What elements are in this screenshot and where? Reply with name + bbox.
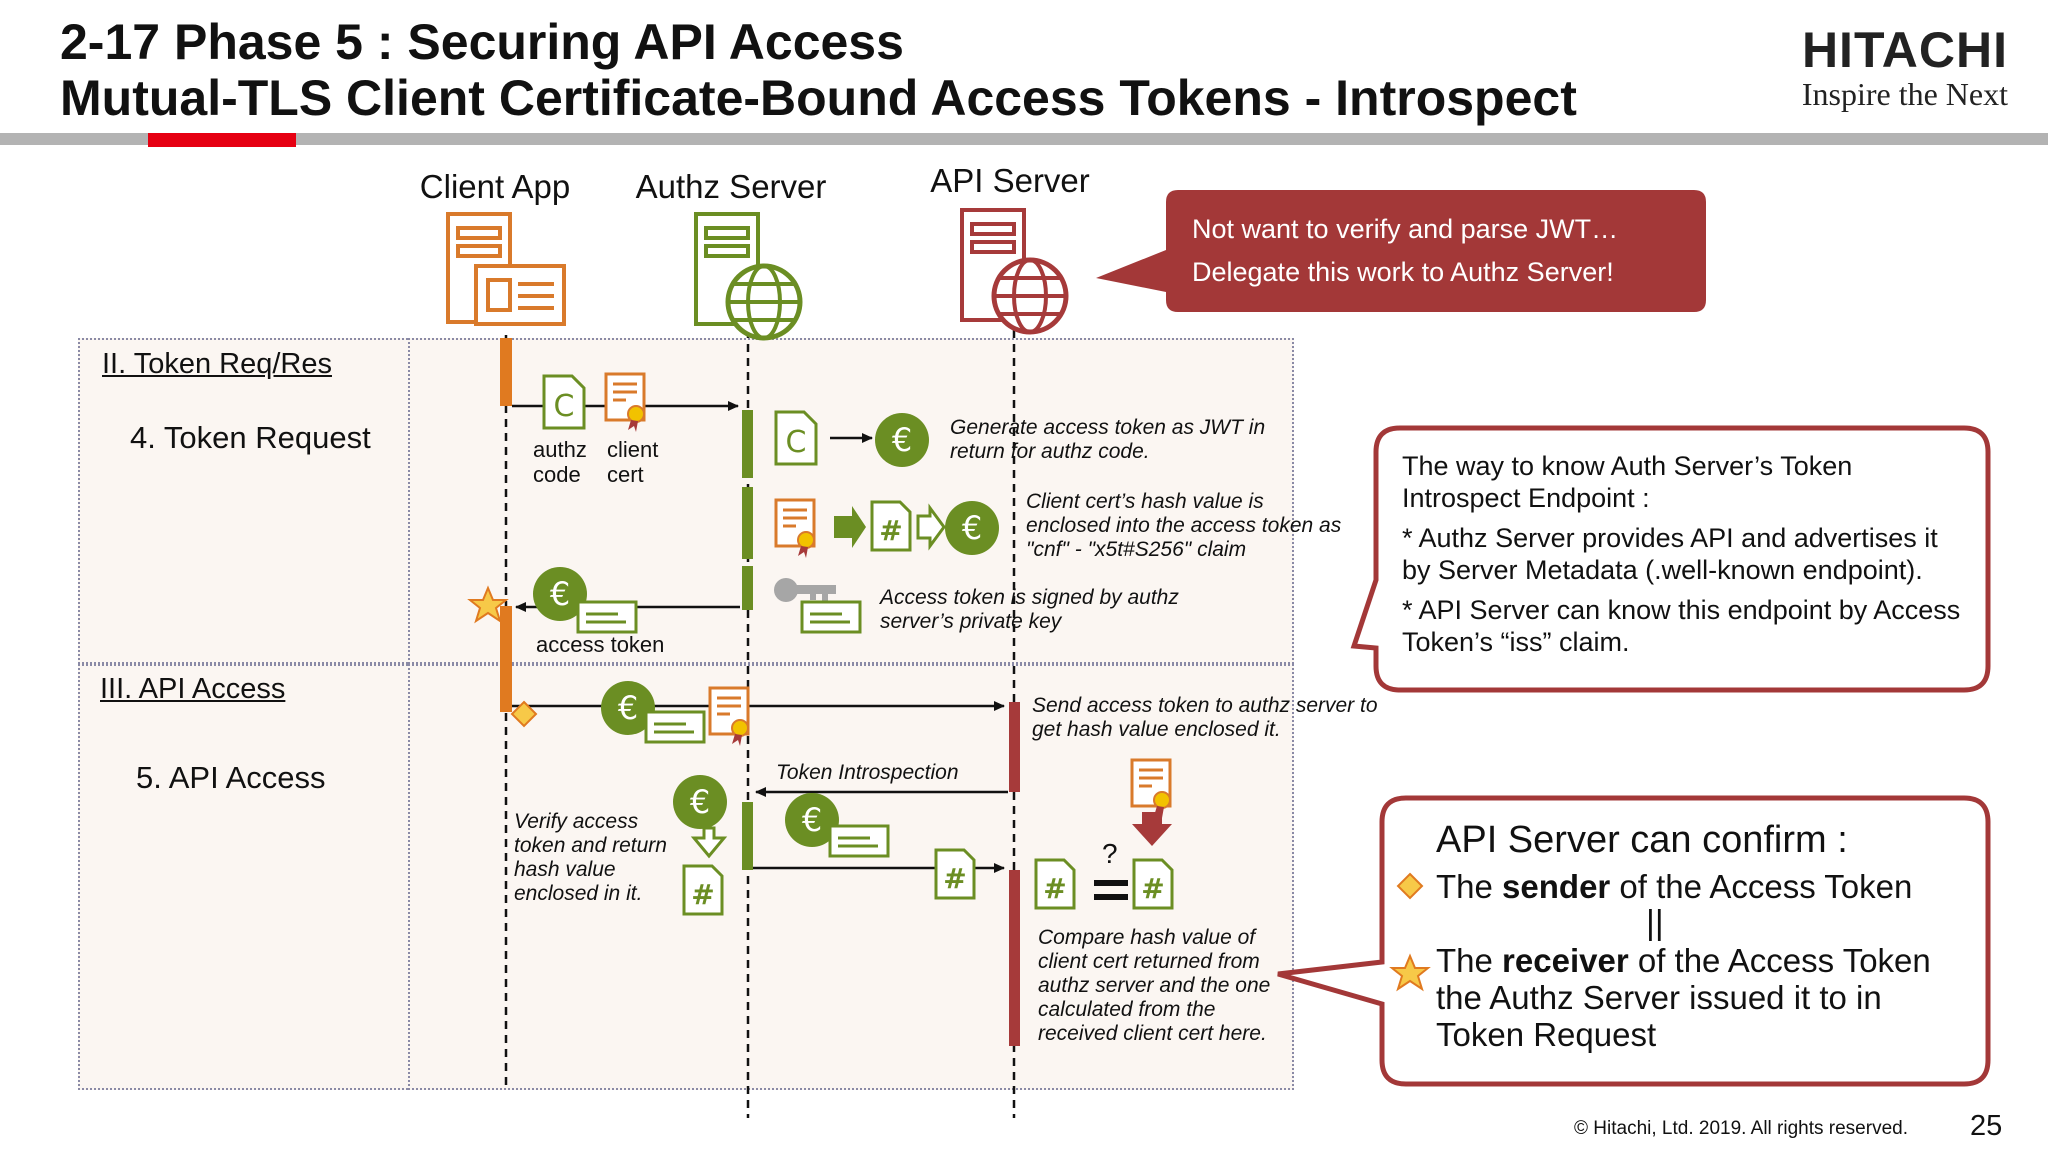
- title-line-1: 2-17 Phase 5 : Securing API Access: [60, 14, 904, 70]
- document-hash-icon: [870, 500, 912, 552]
- activation-client-1: [500, 338, 512, 406]
- server-globe-icon: [960, 208, 1069, 335]
- arrow-down-icon: [1132, 812, 1172, 846]
- actor-client-app: Client App: [419, 168, 571, 205]
- step-api-access: 5. API Access: [136, 760, 326, 795]
- note-verify: Verify access token and return hash valu…: [514, 810, 667, 905]
- activation-authz-4: [742, 802, 753, 870]
- document-hash-icon: [1132, 858, 1174, 910]
- document-c-icon: [774, 410, 818, 466]
- confirm-receiver-pre: The: [1436, 942, 1503, 979]
- note-signed: Access token is signed by authz server’s…: [880, 586, 1179, 633]
- phase-api-label: III. API Access: [100, 673, 286, 705]
- token-ticket-icon: [576, 600, 638, 634]
- certificate-icon: [604, 372, 646, 434]
- certificate-icon: [774, 498, 816, 560]
- document-hash-icon: [1034, 858, 1076, 910]
- confirm-heading: API Server can confirm :: [1436, 819, 1848, 861]
- star-icon: [1389, 953, 1431, 992]
- phase-token-label-panel: [78, 338, 412, 664]
- step-token-request: 4. Token Request: [130, 420, 371, 455]
- actor-api-server: API Server: [930, 162, 1090, 199]
- activation-authz-2: [742, 487, 753, 559]
- footer-copyright: © Hitachi, Ltd. 2019. All rights reserve…: [1574, 1118, 1908, 1139]
- brand-tagline: Inspire the Next: [1801, 76, 2008, 112]
- activation-authz-3: [742, 566, 753, 610]
- callout-red-shape: [1096, 190, 1706, 312]
- token-ticket-icon: [828, 824, 890, 858]
- brand-name: HITACHI: [1801, 22, 2008, 78]
- label-access-token: access token: [536, 632, 665, 657]
- certificate-icon: [708, 686, 750, 748]
- info-box-shape: [1350, 425, 1991, 693]
- activation-api-2: [1009, 870, 1020, 1046]
- diamond-icon: [1396, 872, 1424, 900]
- diamond-icon: [510, 700, 538, 728]
- phase-api-label-panel: [78, 664, 412, 1090]
- document-c-icon: [542, 374, 586, 430]
- euro-coin-icon: [945, 501, 999, 555]
- note-enclose: Client cert’s hash value is enclosed int…: [1026, 490, 1342, 561]
- document-hash-icon: [934, 848, 976, 900]
- note-send: Send access token to authz server to get…: [1032, 694, 1378, 741]
- slide-title: 2-17 Phase 5 : Securing API Access Mutua…: [60, 14, 1577, 126]
- certificate-icon: [1130, 758, 1172, 820]
- arrow-right-fat-icon: [834, 506, 866, 548]
- arrow-down-outline-icon: [690, 826, 728, 859]
- info-box: The way to know Auth Server’s Token Intr…: [1402, 450, 1972, 658]
- note-generate: Generate access token as JWT in return f…: [950, 416, 1266, 463]
- key-icon: [774, 578, 836, 602]
- actor-authz-server: Authz Server: [635, 168, 827, 205]
- token-ticket-icon: [644, 710, 706, 744]
- server-app-icon: [446, 212, 566, 326]
- note-compare: Compare hash value of client cert return…: [1038, 926, 1271, 1045]
- arrow-right-outline-icon: [916, 503, 946, 551]
- confirm-receiver-post: of the Access Token the Authz Server iss…: [1436, 942, 1931, 1053]
- token-ticket-icon: [800, 600, 862, 634]
- confirm-sender: The sender of the Access Token: [1436, 868, 1976, 905]
- page-number: 25: [1970, 1110, 2003, 1142]
- equals-icon: [1094, 894, 1128, 900]
- confirm-sender-pre: The: [1436, 868, 1503, 905]
- header-rule: [0, 133, 2048, 145]
- activation-api-1: [1009, 702, 1020, 792]
- callout-red-line-2: Delegate this work to Authz Server!: [1192, 257, 1614, 287]
- info-line-1: The way to know Auth Server’s Token Intr…: [1402, 451, 1853, 513]
- euro-coin-icon: [875, 413, 929, 467]
- server-globe-icon: [694, 212, 803, 341]
- equals-icon: [1094, 880, 1128, 886]
- confirm-receiver: The receiver of the Access Token the Aut…: [1436, 942, 1976, 1053]
- phase-token-label: II. Token Req/Res: [102, 348, 332, 380]
- label-token-introspection: Token Introspection: [776, 761, 959, 784]
- confirm-box: API Server can confirm : The sender of t…: [1436, 818, 1976, 1053]
- info-line-2: * Authz Server provides API and advertis…: [1402, 523, 1938, 585]
- confirm-sender-post: of the Access Token: [1610, 868, 1913, 905]
- activation-authz-1: [742, 410, 753, 478]
- label-client-cert: client cert: [607, 437, 659, 487]
- callout-red: Not want to verify and parse JWT… Delega…: [1192, 208, 1692, 294]
- brand-logo: HITACHI Inspire the Next: [1802, 24, 2008, 112]
- confirm-receiver-bold: receiver: [1502, 942, 1629, 979]
- callout-red-line-1: Not want to verify and parse JWT…: [1192, 214, 1619, 244]
- header-accent-rule: [148, 133, 296, 147]
- confirm-box-shape: [1277, 795, 1991, 1087]
- star-icon: [467, 585, 509, 624]
- label-question-mark: ?: [1102, 838, 1118, 869]
- confirm-equals: ||: [1646, 904, 1664, 942]
- confirm-sender-bold: sender: [1502, 868, 1611, 905]
- activation-client-2: [500, 606, 512, 712]
- title-line-2: Mutual-TLS Client Certificate-Bound Acce…: [60, 70, 1577, 126]
- info-line-3: * API Server can know this endpoint by A…: [1402, 595, 1961, 657]
- label-authz-code: authz code: [533, 437, 587, 487]
